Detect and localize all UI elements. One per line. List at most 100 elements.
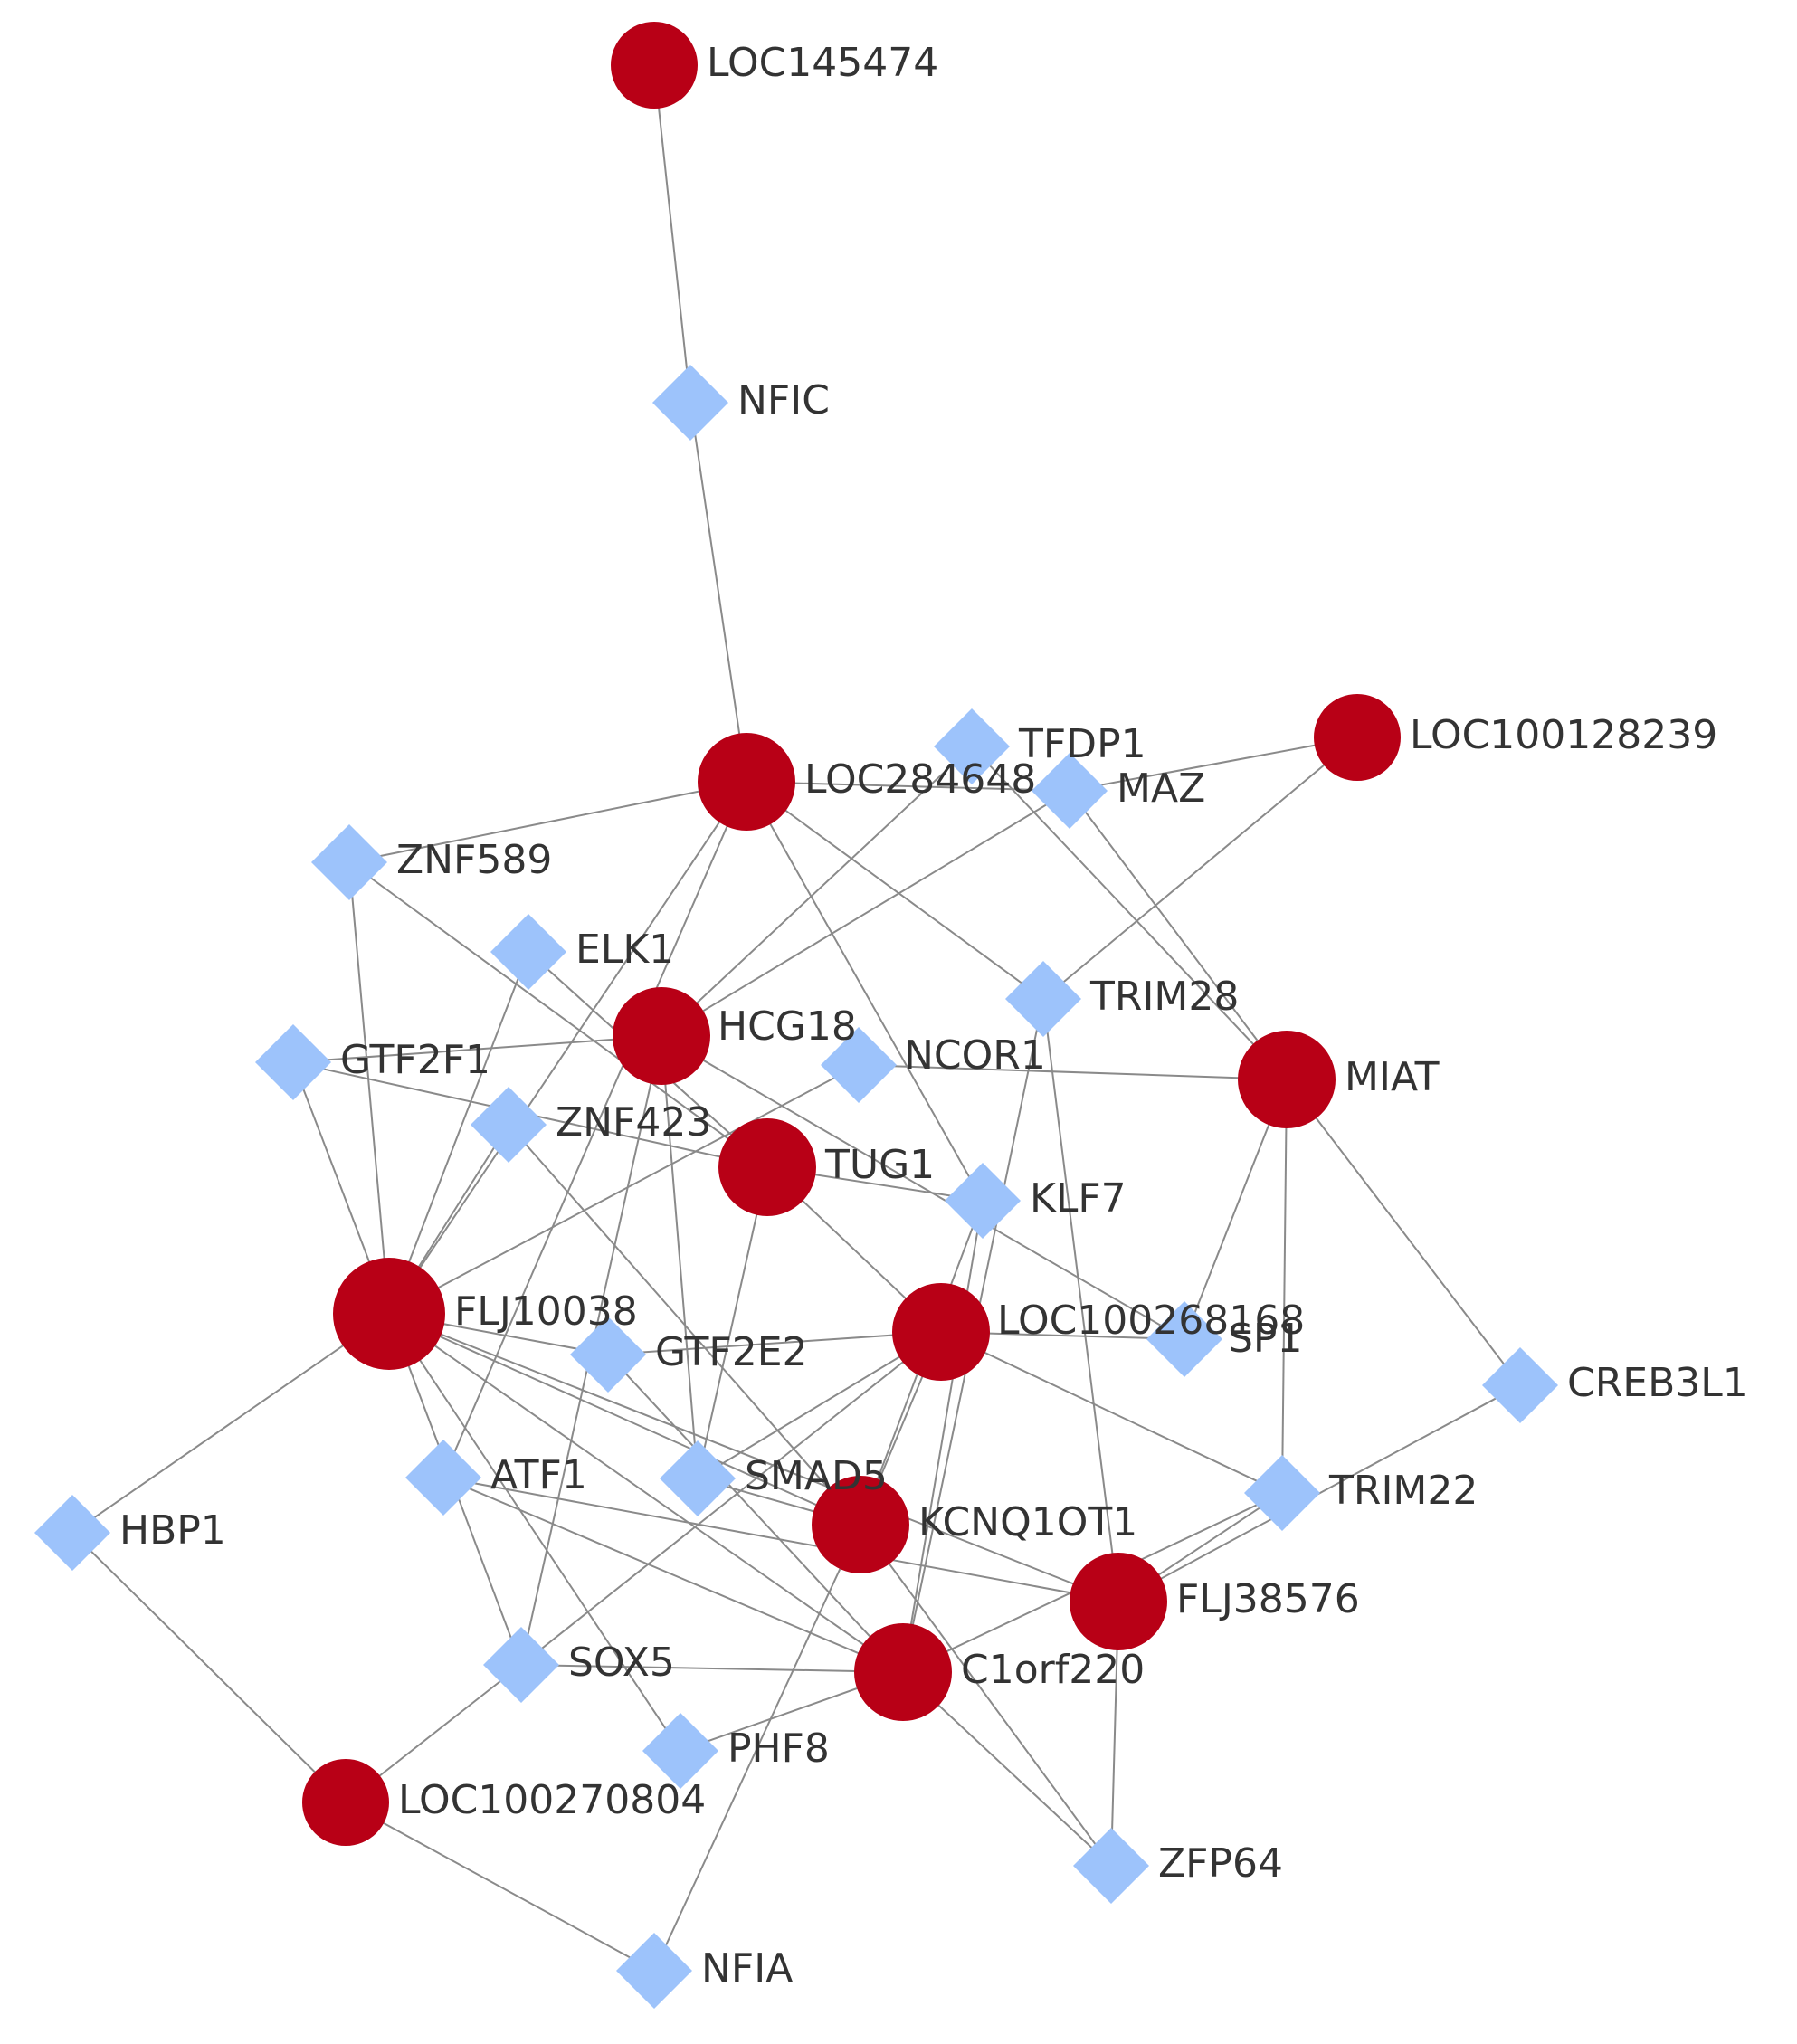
edge-klf7-c1orf220	[902, 1200, 984, 1673]
node-label-tfdp1: TFDP1	[1018, 721, 1146, 767]
node-label-flj10038: FLJ10038	[454, 1288, 638, 1335]
node-label-znf423: ZNF423	[556, 1099, 711, 1146]
tf-node-trim28[interactable]	[1005, 961, 1081, 1037]
edge-loc284648-flj10038	[388, 781, 747, 1315]
edge-gtf2e2-loc100268168	[607, 1331, 942, 1355]
lncrna-node-loc100128239[interactable]	[1314, 694, 1401, 781]
edge-tfdp1-miat	[971, 746, 1288, 1080]
lncrna-node-hcg18[interactable]	[613, 987, 710, 1085]
edge-gtf2f1-hcg18	[292, 1035, 662, 1063]
edge-loc284648-klf7	[746, 781, 984, 1202]
node-label-sp1: SP1	[1228, 1316, 1302, 1362]
tf-node-tfdp1[interactable]	[934, 708, 1010, 784]
lncrna-node-tug1[interactable]	[718, 1118, 816, 1216]
node-label-tug1: TUG1	[824, 1142, 935, 1188]
edge-hcg18-smad5	[661, 1035, 699, 1479]
tf-node-znf589[interactable]	[311, 824, 387, 900]
tf-node-hbp1[interactable]	[34, 1495, 110, 1571]
node-label-klf7: KLF7	[1030, 1175, 1127, 1222]
tf-node-smad5[interactable]	[660, 1440, 736, 1516]
edge-flj10038-kcnq1ot1	[388, 1313, 861, 1526]
node-label-miat: MIAT	[1345, 1054, 1440, 1100]
node-label-loc100268168: LOC100268168	[997, 1298, 1305, 1344]
tf-node-gtf2e2[interactable]	[570, 1317, 646, 1393]
edge-maz-hcg18	[661, 790, 1070, 1037]
edge-atf1-c1orf220	[442, 1477, 904, 1673]
node-label-loc284648: LOC284648	[804, 756, 1036, 803]
node-label-flj38576: FLJ38576	[1176, 1576, 1360, 1622]
edge-tug1-smad5	[697, 1166, 768, 1479]
tf-node-ncor1[interactable]	[821, 1027, 897, 1103]
tf-node-nfia[interactable]	[616, 1933, 692, 2009]
edges-layer	[71, 64, 1521, 1972]
tf-node-phf8[interactable]	[642, 1713, 718, 1789]
tf-node-nfic[interactable]	[652, 365, 728, 441]
edge-kcnq1ot1-nfia	[653, 1524, 861, 1972]
tf-node-elk1[interactable]	[490, 914, 566, 990]
node-label-kcnq1ot1: KCNQ1OT1	[918, 1499, 1137, 1545]
edge-hbp1-loc100270804	[71, 1532, 347, 1803]
edge-flj10038-c1orf220	[388, 1313, 904, 1673]
lncrna-node-kcnq1ot1[interactable]	[812, 1476, 909, 1573]
edge-sox5-c1orf220	[520, 1664, 904, 1673]
edge-trim28-flj38576	[1042, 998, 1119, 1602]
tf-node-trim22[interactable]	[1244, 1455, 1320, 1531]
tf-node-klf7[interactable]	[945, 1163, 1021, 1239]
lncrna-node-miat[interactable]	[1238, 1031, 1336, 1128]
node-label-nfic: NFIC	[737, 377, 830, 423]
node-label-znf589: ZNF589	[396, 837, 552, 883]
edge-loc100128239-trim28	[1042, 737, 1358, 1000]
node-label-gtf2e2: GTF2E2	[655, 1329, 808, 1375]
lncrna-node-loc145474[interactable]	[611, 22, 698, 109]
node-label-phf8: PHF8	[727, 1726, 830, 1772]
lncrna-node-loc284648[interactable]	[698, 733, 795, 831]
tf-node-znf423[interactable]	[471, 1087, 547, 1163]
edge-loc100270804-nfia	[345, 1802, 655, 1972]
edge-loc284648-znf589	[348, 781, 747, 863]
tf-node-sox5[interactable]	[483, 1627, 559, 1703]
node-label-creb3l1: CREB3L1	[1567, 1360, 1748, 1406]
tf-node-gtf2f1[interactable]	[255, 1024, 331, 1100]
edge-tfdp1-hcg18	[661, 746, 973, 1037]
nodes-layer	[34, 22, 1558, 2009]
edge-loc100128239-maz	[1069, 737, 1358, 792]
node-label-hbp1: HBP1	[119, 1507, 226, 1554]
node-label-trim22: TRIM22	[1328, 1468, 1478, 1514]
edge-miat-trim22	[1281, 1079, 1288, 1494]
edge-znf589-tug1	[348, 861, 768, 1168]
node-label-smad5: SMAD5	[745, 1453, 888, 1499]
node-label-trim28: TRIM28	[1089, 974, 1239, 1020]
edge-loc100268168-sox5	[520, 1331, 942, 1666]
edge-znf423-kcnq1ot1	[508, 1124, 861, 1526]
edge-flj10038-hbp1	[71, 1313, 390, 1534]
node-label-gtf2f1: GTF2F1	[340, 1037, 490, 1083]
node-label-atf1: ATF1	[490, 1452, 587, 1498]
lncrna-node-loc100270804[interactable]	[302, 1759, 389, 1846]
edge-miat-creb3l1	[1286, 1079, 1521, 1386]
node-label-zfp64: ZFP64	[1158, 1840, 1283, 1887]
edge-flj10038-phf8	[388, 1313, 681, 1752]
tf-node-atf1[interactable]	[405, 1440, 481, 1516]
tf-node-maz[interactable]	[1032, 753, 1108, 829]
node-label-elk1: ELK1	[575, 927, 674, 973]
node-label-maz: MAZ	[1117, 765, 1205, 812]
tf-node-zfp64[interactable]	[1073, 1828, 1149, 1904]
edge-flj10038-flj38576	[388, 1313, 1119, 1602]
node-label-c1orf220: C1orf220	[961, 1647, 1145, 1693]
lncrna-node-flj38576[interactable]	[1070, 1553, 1167, 1650]
lncrna-node-loc100268168[interactable]	[892, 1283, 990, 1381]
edge-elk1-flj10038	[388, 951, 529, 1315]
node-label-loc100128239: LOC100128239	[1410, 712, 1717, 758]
edge-kcnq1ot1-zfp64	[860, 1524, 1112, 1867]
tf-node-sp1[interactable]	[1146, 1301, 1222, 1377]
tf-node-creb3l1[interactable]	[1482, 1347, 1558, 1423]
node-label-loc100270804: LOC100270804	[398, 1777, 706, 1823]
lncrna-node-c1orf220[interactable]	[854, 1623, 952, 1721]
lncrna-node-flj10038[interactable]	[333, 1258, 445, 1370]
node-label-sox5: SOX5	[568, 1640, 675, 1686]
edge-loc284648-maz	[746, 781, 1070, 792]
node-label-ncor1: NCOR1	[904, 1032, 1046, 1079]
edge-gtf2e2-c1orf220	[607, 1354, 904, 1673]
edge-ncor1-miat	[858, 1064, 1288, 1080]
